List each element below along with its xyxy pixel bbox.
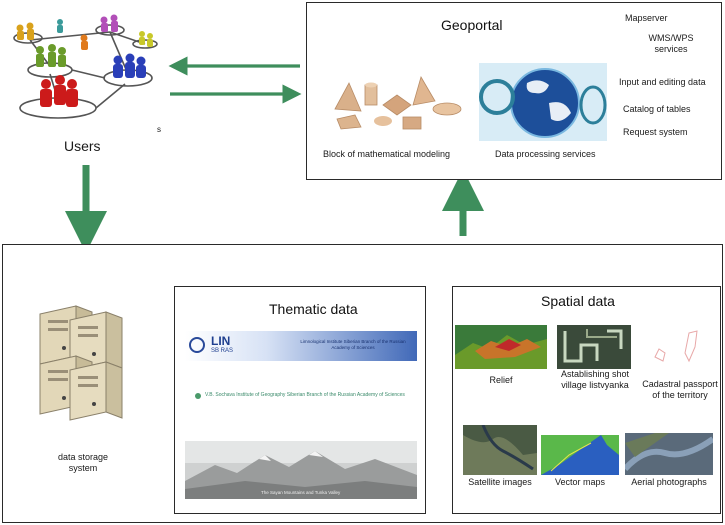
server-stack-illustration <box>39 305 123 421</box>
spatial-item-aerial: Aerial photographs <box>631 477 707 487</box>
users-network-illustration <box>13 14 158 119</box>
thematic-data-box: Thematic data LIN SB RAS Limnological In… <box>174 286 426 514</box>
geoportal-title: Geoportal <box>441 17 503 33</box>
globe-illustration <box>479 63 607 141</box>
thematic-title: Thematic data <box>269 301 358 317</box>
mountain-photo-caption: The Sayan Mountains and Tunka Valley <box>261 490 341 495</box>
spatial-title: Spatial data <box>541 293 615 309</box>
service-request: Request system <box>623 127 688 137</box>
lin-banner: LIN SB RAS Limnological Institute Siberi… <box>185 331 417 361</box>
lin-banner-text: Limnological Institute Siberian Branch o… <box>300 339 406 350</box>
spatial-item-village: Astablishing shot village listvyanka <box>560 369 630 390</box>
service-mapserver: Mapserver <box>625 13 668 23</box>
lin-logo-sub: SB RAS <box>211 348 234 354</box>
aerial-thumbnail <box>625 433 713 475</box>
cadastral-thumbnail <box>654 330 698 363</box>
spatial-item-satellite: Satellite images <box>468 477 532 487</box>
relief-thumbnail <box>455 325 547 369</box>
lin-logo-icon <box>189 337 205 353</box>
service-wms-wps: WMS/WPS services <box>648 33 694 54</box>
spatial-item-relief: Relief <box>489 375 513 385</box>
spatial-item-vector: Vector maps <box>554 477 606 487</box>
service-input-editing: Input and editing data <box>619 77 706 87</box>
geoportal-box: Geoportal Block of mathematical modeling… <box>306 2 722 180</box>
lin-logo-text: LIN <box>211 334 231 348</box>
spatial-item-cadastral: Cadastral passport of the territory <box>642 379 718 400</box>
institute-bullet-icon <box>195 393 201 399</box>
block-data-label: Data processing services <box>495 149 596 159</box>
mountain-photo <box>185 441 417 499</box>
users-stray-mark: s <box>157 125 161 134</box>
users-label: Users <box>64 138 101 154</box>
geometric-shapes-illustration <box>334 75 462 130</box>
service-catalog: Catalog of tables <box>623 104 691 114</box>
vector-map-thumbnail <box>541 435 619 475</box>
satellite-thumbnail <box>463 425 537 475</box>
institute-link-text[interactable]: V.B. Sochava Institute of Geography Sibe… <box>205 392 405 398</box>
village-thumbnail <box>557 325 631 369</box>
storage-label: data storage system <box>57 452 109 473</box>
spatial-data-box: Spatial data Relief Astablishing shot vi… <box>452 286 721 514</box>
block-math-label: Block of mathematical modeling <box>323 149 451 159</box>
